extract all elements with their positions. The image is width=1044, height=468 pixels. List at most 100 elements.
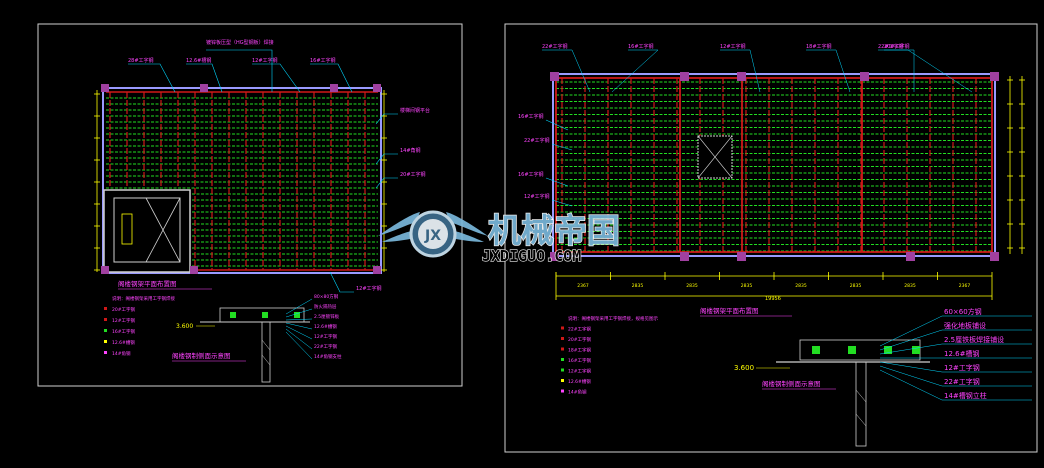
wing-right-icon — [448, 230, 484, 242]
left-side-label: 20#工字钢 — [400, 171, 426, 178]
leader-line — [128, 63, 176, 93]
section-label: 12#工字钢 — [944, 363, 980, 372]
column-marker — [737, 72, 746, 81]
hatch — [261, 354, 271, 366]
legend-item: 12#工字钢 — [568, 368, 591, 375]
section-column — [855, 361, 867, 447]
column-marker — [906, 252, 915, 261]
legend-swatch — [104, 307, 107, 310]
top-label: 12#工字钢 — [720, 43, 746, 50]
leader-line — [879, 315, 943, 347]
leader-line — [310, 63, 353, 93]
section-label: 2.5厘铁板焊接铺设 — [944, 335, 1004, 344]
hatch — [855, 389, 867, 403]
leader-line — [835, 49, 851, 93]
column-marker — [190, 266, 198, 274]
legend-swatch — [104, 318, 107, 321]
leader-line — [545, 177, 569, 187]
leader-line — [285, 308, 313, 318]
left-sheet-frame — [37, 23, 463, 387]
section-square-tube — [884, 346, 892, 354]
wing-left-icon — [378, 212, 420, 236]
span-dimension: 2835 — [741, 283, 753, 289]
left-top-label: 12#工字钢 — [252, 57, 278, 64]
legend-item: 12.6#槽钢 — [112, 339, 135, 346]
legend-swatch — [561, 337, 564, 340]
leader-line — [285, 298, 313, 315]
legend-item: 18#工字钢 — [568, 347, 591, 354]
legend-item: 说明：阁楼钢架采用工字钢焊接 — [112, 295, 175, 302]
column-marker — [101, 84, 109, 92]
column-marker — [737, 252, 746, 261]
left-side-label: 楼梯间钢平台 — [400, 107, 430, 114]
left-top-label: 28#工字钢 — [128, 57, 154, 64]
column-marker — [680, 252, 689, 261]
right-legend: 说明：阁楼钢架采用工字钢焊接，规格见图示22#工字钢20#工字钢18#工字钢16… — [561, 315, 658, 396]
leader-line — [611, 49, 659, 93]
leader-line — [879, 343, 943, 355]
left-section-detail: 3.600 80×80方钢防火隔热层2.5厘镀锌板12.6#槽钢12#工字钢22… — [172, 293, 342, 383]
logo-letter: JX — [424, 228, 441, 244]
column-marker — [680, 72, 689, 81]
total-dimension: 19956 — [765, 296, 781, 302]
left-side-label: 12#工字钢 — [356, 285, 382, 292]
leader-line — [375, 177, 398, 189]
column-marker — [860, 72, 869, 81]
column-marker — [330, 84, 338, 92]
legend-item: 12.6#槽钢 — [568, 378, 591, 385]
left-plan-columns — [101, 84, 381, 274]
legend-item: 说明：阁楼钢架采用工字钢焊接，规格见图示 — [568, 315, 658, 322]
column-marker — [373, 84, 381, 92]
top-label: 22#工字钢 — [878, 43, 904, 50]
leader-line — [285, 325, 313, 340]
gear-hub — [418, 219, 448, 249]
section-square-tube — [812, 346, 820, 354]
left-top-label: 12.6#槽钢 — [186, 57, 211, 64]
leader-line — [879, 329, 943, 351]
column-marker — [990, 252, 999, 261]
leader-line — [571, 49, 591, 93]
column-marker — [990, 72, 999, 81]
left-stair-diagonal — [145, 197, 181, 263]
left-stair-mark — [121, 213, 133, 245]
leader-line — [252, 63, 301, 93]
right-side-label: 12#工字钢 — [524, 193, 550, 200]
section-label: 14#角钢支柱 — [314, 353, 342, 360]
legend-item: 22#工字钢 — [568, 326, 591, 333]
top-label: 20#工字钢 — [884, 43, 910, 50]
wing-right-icon — [446, 212, 488, 236]
leader-line — [329, 271, 354, 293]
leader-line — [879, 369, 943, 401]
leader-line — [285, 322, 313, 330]
left-side-label: 14#角钢 — [400, 147, 421, 154]
left-plan-wall-outline — [102, 87, 382, 274]
legend-swatch — [561, 379, 564, 382]
legend-swatch — [104, 351, 107, 354]
right-side-label: 22#工字钢 — [524, 137, 550, 144]
section-column — [261, 321, 271, 383]
column-marker — [550, 252, 559, 261]
right-plan-title: 阁楼钢架平面布置图 — [700, 306, 759, 315]
left-stair-room — [103, 189, 191, 273]
right-section-labels: 60×60方钢强化地板铺设2.5厘铁板焊接铺设12.6#槽钢12#工字钢22#工… — [879, 307, 1032, 401]
section-label: 22#工字钢 — [944, 377, 980, 386]
section-label: 防火隔热层 — [314, 303, 337, 310]
top-label: 16#工字钢 — [628, 43, 654, 50]
right-section-detail: 3.600 60×60方钢强化地板铺设2.5厘铁板焊接铺设12.6#槽钢12#工… — [734, 307, 1032, 447]
section-label: 12.6#槽钢 — [944, 349, 979, 358]
top-label: 18#工字钢 — [806, 43, 832, 50]
legend-item: 20#工字钢 — [568, 336, 591, 343]
legend-item: 16#工字钢 — [112, 328, 135, 335]
span-dimension: 2835 — [850, 283, 862, 289]
leader-line — [285, 328, 313, 350]
span-dimension: 2367 — [959, 283, 971, 289]
span-dimension: 2835 — [795, 283, 807, 289]
left-top-label: 16#工字钢 — [310, 57, 336, 64]
left-plan-title: 阁楼钢架平面布置图 — [118, 279, 177, 288]
left-section-level: 3.600 — [176, 323, 193, 330]
leader-line — [879, 361, 943, 373]
legend-swatch — [561, 326, 564, 330]
section-label: 22#工字钢 — [314, 343, 337, 350]
